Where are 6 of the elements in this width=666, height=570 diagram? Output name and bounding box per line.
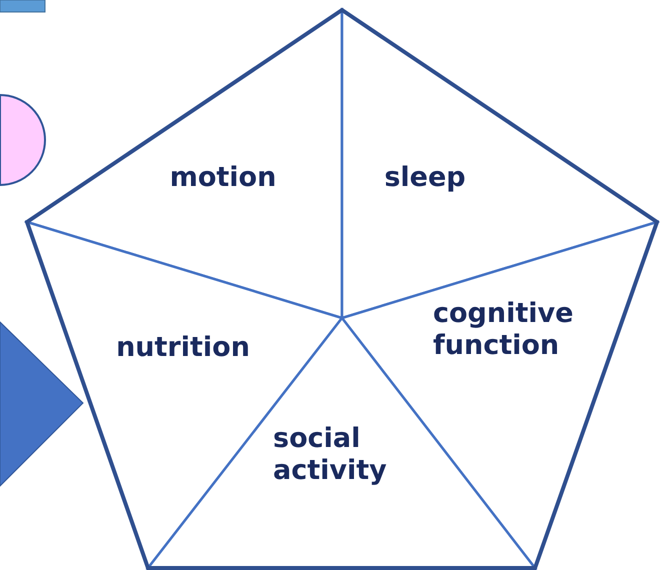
segment-label: nutrition [115, 332, 251, 364]
segment-label: motion [168, 162, 278, 194]
segment-label: sleep [383, 162, 467, 194]
segment-label: cognitive function [433, 298, 574, 362]
diamond-shape [0, 320, 84, 488]
segment-label: social activity [273, 423, 388, 487]
